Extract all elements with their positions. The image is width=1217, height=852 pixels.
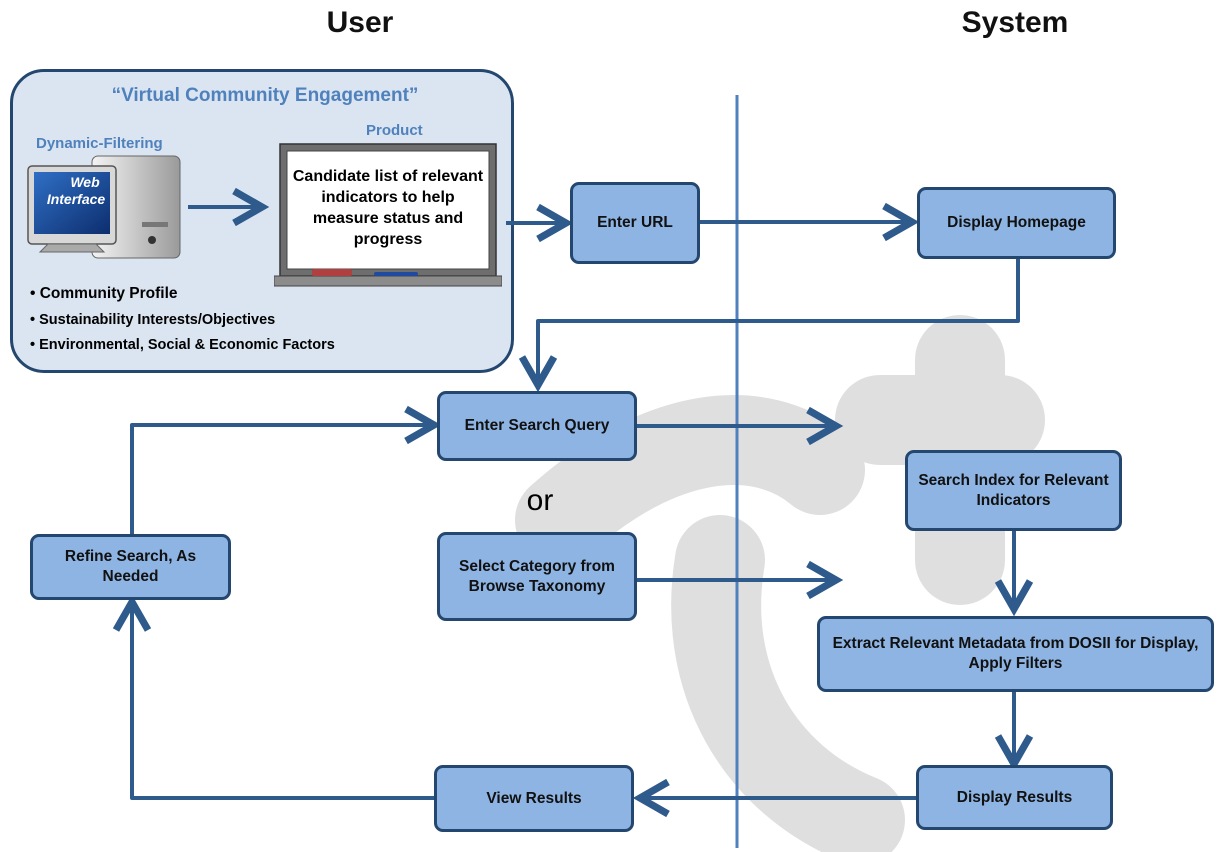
product-label: Product: [366, 122, 423, 139]
view-results-box: View Results: [434, 765, 634, 832]
bullet-community-profile: • Community Profile: [30, 285, 178, 302]
enter-url-box: Enter URL: [570, 182, 700, 264]
dynamic-filtering-label: Dynamic-Filtering: [36, 135, 163, 152]
or-label: or: [526, 484, 554, 517]
computer-monitor-icon: Web Interface: [22, 152, 192, 262]
display-homepage-box: Display Homepage: [917, 187, 1116, 259]
search-index-box: Search Index for Relevant Indicators: [905, 450, 1122, 531]
select-category-box: Select Category from Browse Taxonomy: [437, 532, 637, 621]
bullet-sustainability: • Sustainability Interests/Objectives: [30, 312, 276, 328]
bullet-factors: • Environmental, Social & Economic Facto…: [30, 337, 335, 353]
extract-metadata-box: Extract Relevant Metadata from DOSII for…: [817, 616, 1214, 692]
arrow-refine-to-query: [130, 405, 442, 540]
whiteboard-icon: Candidate list of relevant indicators to…: [274, 142, 502, 292]
system-column-title: System: [961, 6, 1069, 39]
arrow-view-to-refine: [112, 594, 436, 800]
refine-search-box: Refine Search, As Needed: [30, 534, 231, 600]
user-column-title: User: [326, 6, 394, 39]
monitor-text-web: Web: [70, 174, 100, 190]
panel-title: “Virtual Community Engagement”: [111, 85, 419, 106]
monitor-text-interface: Interface: [46, 191, 106, 207]
board-text: Candidate list of relevant indicators to…: [292, 168, 484, 248]
enter-search-query-box: Enter Search Query: [437, 391, 637, 461]
display-results-box: Display Results: [916, 765, 1113, 830]
arrow-homepage-to-query: [518, 258, 1020, 393]
